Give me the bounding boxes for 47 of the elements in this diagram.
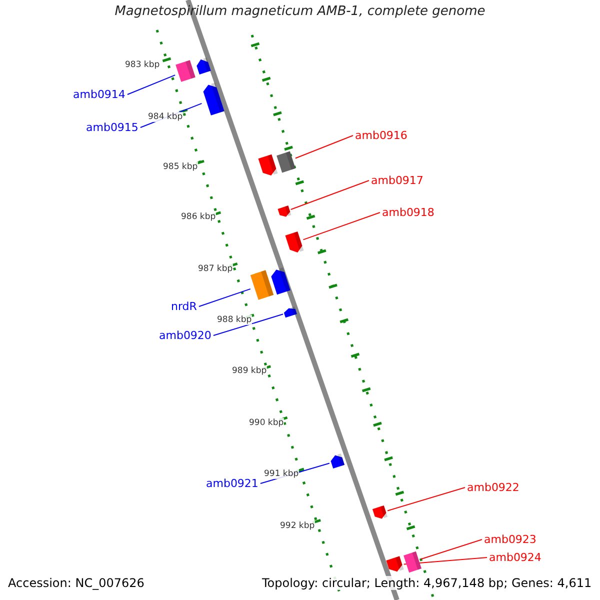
genome-info: Accession: NC_007626 xyxy=(8,576,144,590)
gene-label: amb0915 xyxy=(86,121,138,134)
gene-label: amb0923 xyxy=(484,533,536,546)
gene-label: amb0920 xyxy=(159,329,212,342)
gene-label: amb0918 xyxy=(382,206,434,219)
gene-feature xyxy=(277,206,291,218)
gene-feature xyxy=(386,556,404,574)
gene-feature xyxy=(283,306,297,318)
gene-feature xyxy=(329,453,345,469)
gene-block xyxy=(250,270,274,300)
scale-label: 987 kbp xyxy=(198,264,233,274)
gene-feature xyxy=(195,58,211,74)
scale-label: 988 kbp xyxy=(217,315,252,325)
scale-label: 985 kbp xyxy=(163,162,198,172)
gene-feature xyxy=(284,231,304,255)
scale-label: 991 kbp xyxy=(264,469,299,479)
scale-label: 986 kbp xyxy=(181,212,216,222)
leader-line xyxy=(294,135,354,159)
gene-label: amb0921 xyxy=(206,477,258,490)
gene-label: amb0922 xyxy=(467,481,520,494)
gene-block xyxy=(403,551,421,573)
gene-label: amb0916 xyxy=(355,129,408,142)
leader-line xyxy=(290,180,370,210)
gene-feature xyxy=(372,505,388,521)
scale-label: 984 kbp xyxy=(148,112,183,122)
gene-label: nrdR xyxy=(171,300,197,313)
gene-label: amb0917 xyxy=(371,174,424,187)
gene-feature xyxy=(258,154,278,178)
leader-line xyxy=(420,539,482,560)
leader-line xyxy=(302,212,380,240)
gene-feature xyxy=(202,82,224,116)
leader-line xyxy=(126,74,176,95)
gene-block xyxy=(175,60,195,82)
scale-label: 983 kbp xyxy=(125,60,160,70)
scale-label: 990 kbp xyxy=(249,418,284,428)
title: Magnetospirillum magneticum AMB-1, complete genome xyxy=(114,4,486,19)
leader-line xyxy=(387,487,466,512)
gene-label: amb0914 xyxy=(73,88,126,101)
genome-info: Topology: circular; Length: 4,967,148 bp; Genes: 4,611 xyxy=(262,576,592,590)
gene-block xyxy=(276,151,296,173)
gene-feature xyxy=(270,267,290,295)
leader-line xyxy=(212,314,284,336)
scale-label: 992 kbp xyxy=(280,521,315,531)
gene-label: amb0924 xyxy=(489,551,542,564)
leader-line xyxy=(198,288,251,307)
scale-label: 989 kbp xyxy=(232,366,267,376)
leader-line xyxy=(403,557,488,565)
